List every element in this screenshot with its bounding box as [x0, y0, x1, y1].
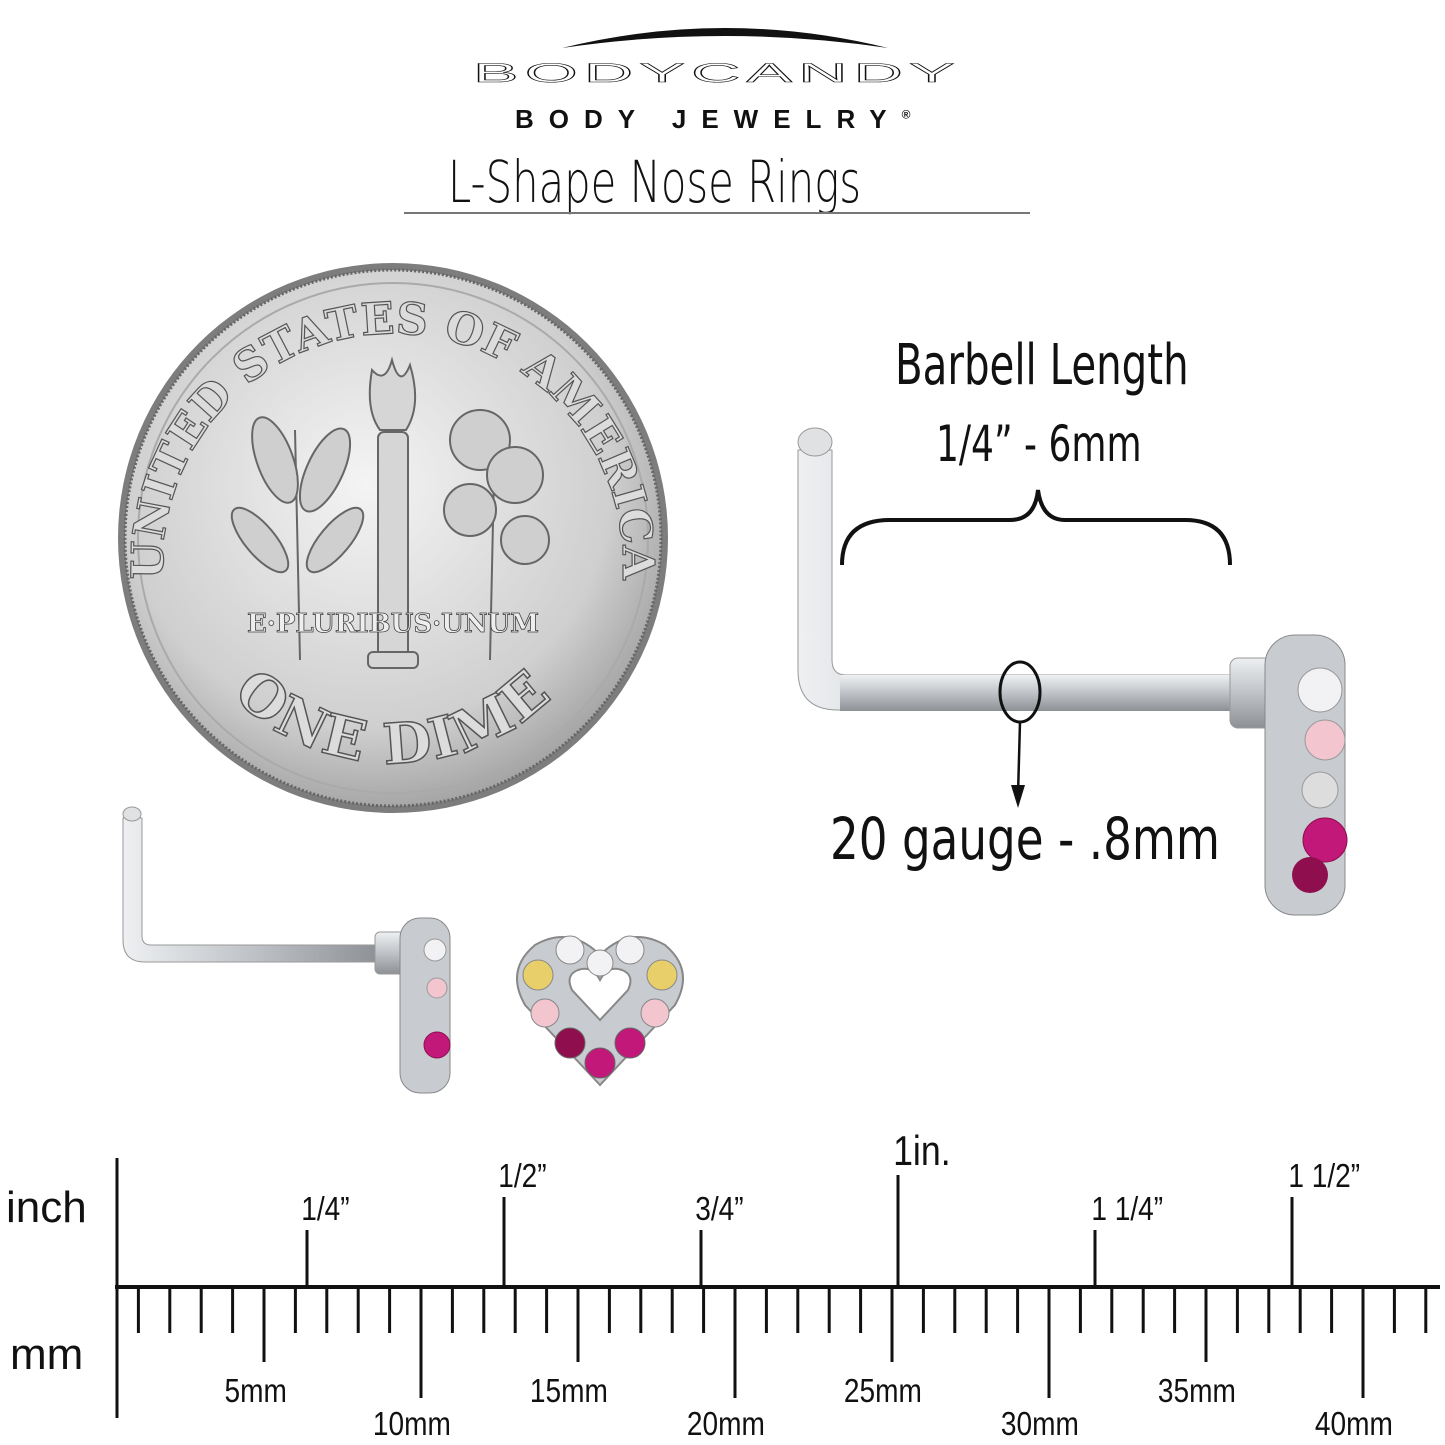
mm-tick-label: 15mm [529, 1372, 608, 1409]
mm-tick-label: 35mm [1157, 1372, 1236, 1409]
coin-motto: E·PLURIBUS·UNUM [247, 609, 539, 639]
inch-tick-label: 3/4” [695, 1190, 744, 1227]
inch-tick-label: 1 1/2” [1288, 1157, 1361, 1194]
gauge-label: 20 gauge - .8mm [830, 805, 1220, 873]
mm-tick-label: 10mm [372, 1405, 451, 1442]
mm-tick-label: 25mm [843, 1372, 922, 1409]
inch-tick-label: 1/4” [301, 1190, 350, 1227]
registered-mark: ® [901, 107, 911, 122]
ruler-inch-label: inch [6, 1183, 87, 1232]
logo-tagline: BODY JEWELRY® [515, 104, 910, 135]
olive-branch-icon [230, 416, 365, 661]
ruler-mm-label: mm [10, 1330, 84, 1379]
logo-brand: BODYCANDY [472, 58, 961, 89]
mm-tick-label: 30mm [1000, 1405, 1079, 1442]
dime-coin-image: UNITED STATES OF AMERICA ONE DIME E·PLUR… [118, 263, 668, 813]
mm-tick-label: 5mm [224, 1372, 287, 1409]
nose-ring-small-side-image [122, 806, 451, 1094]
heart-front-image [516, 935, 684, 1087]
oak-branch-icon [443, 409, 550, 661]
nose-ring-large-image [797, 427, 1348, 916]
torch-icon [367, 356, 419, 669]
tagline-text: BODY JEWELRY [515, 104, 902, 134]
logo-arc [562, 28, 888, 48]
ruler [115, 1158, 1440, 1418]
inch-tick-label: 1in. [893, 1127, 951, 1174]
mm-tick-label: 40mm [1314, 1405, 1393, 1442]
mm-tick-label: 20mm [686, 1405, 765, 1442]
barbell-length-value: 1/4” - 6mm [936, 415, 1142, 473]
inch-tick-label: 1 1/4” [1091, 1190, 1164, 1227]
title-divider [404, 212, 1030, 214]
page-title: L-Shape Nose Rings [448, 148, 862, 216]
barbell-length-label: Barbell Length [895, 333, 1189, 398]
inch-tick-label: 1/2” [498, 1157, 547, 1194]
